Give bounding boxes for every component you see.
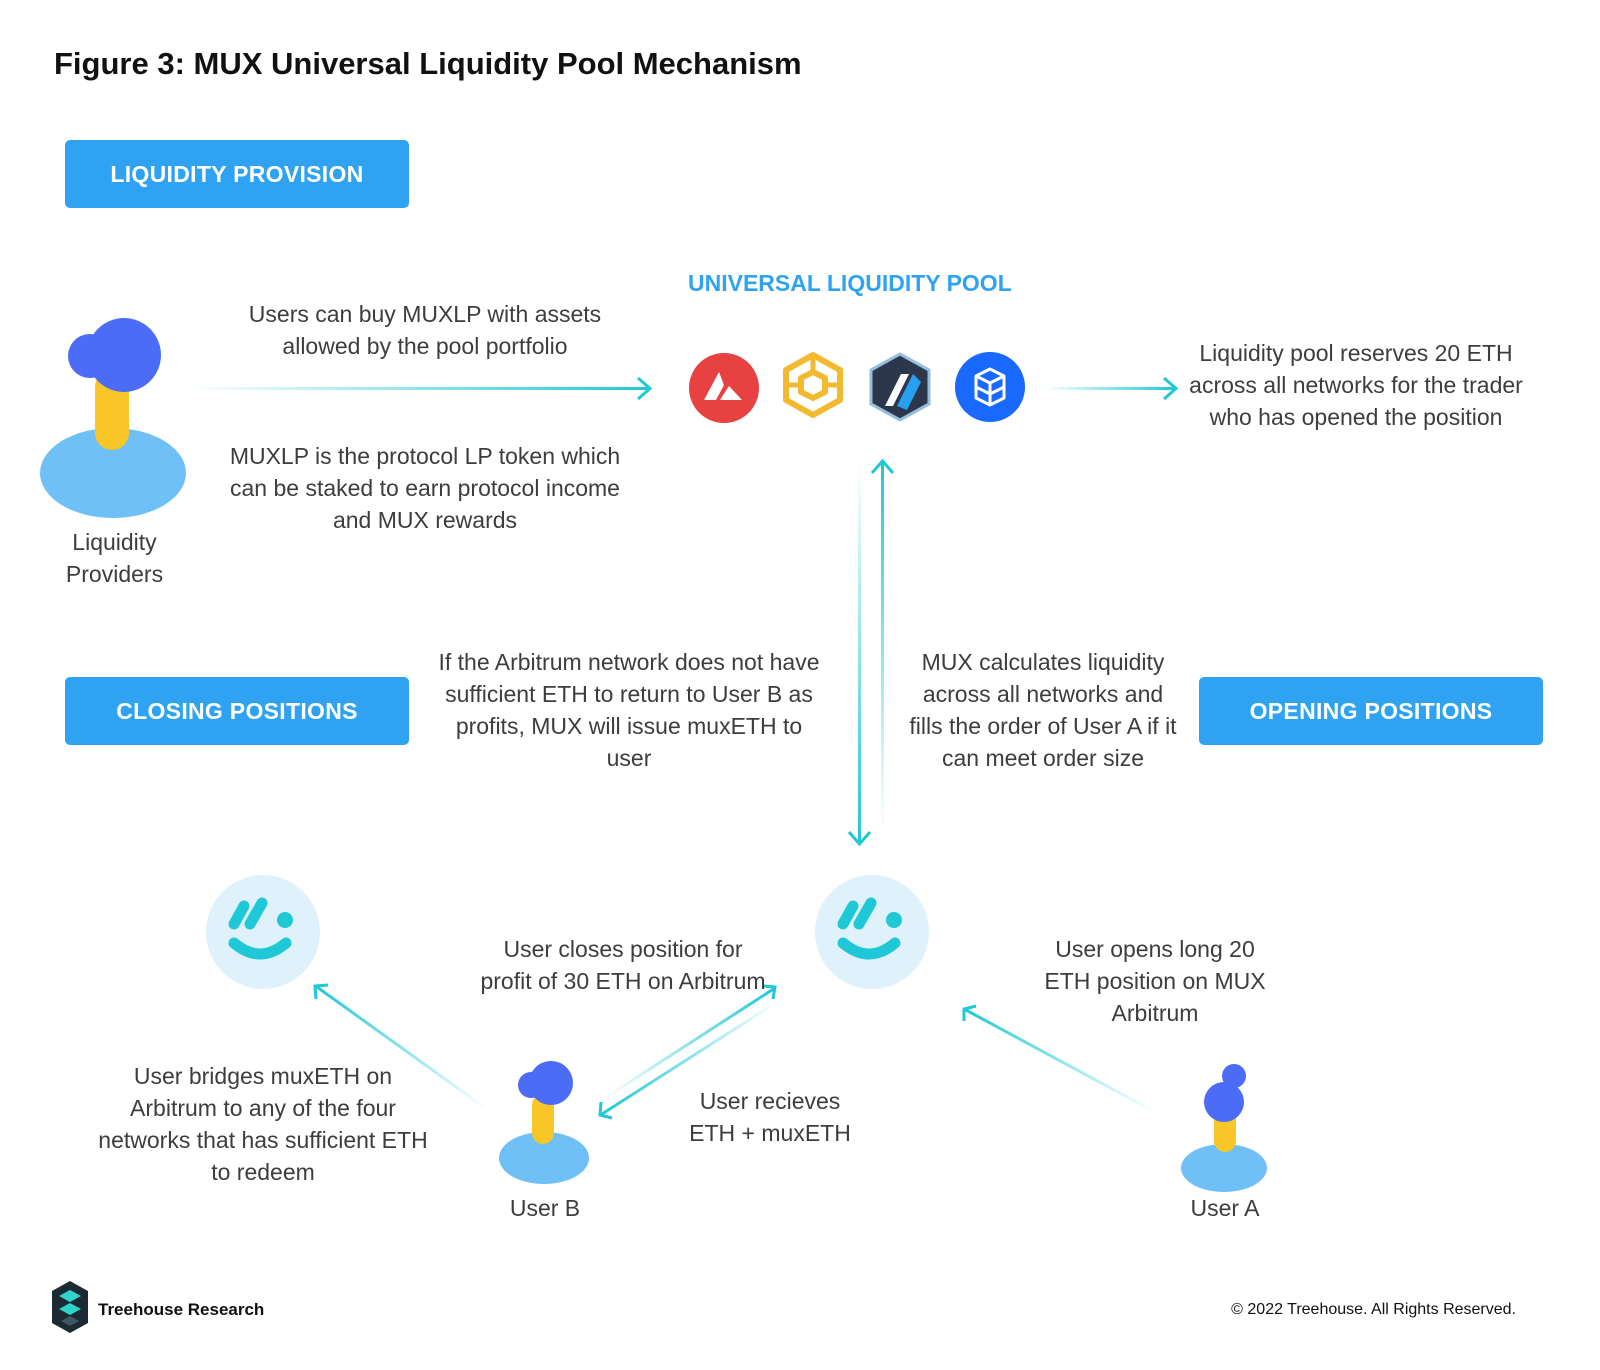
bnb-icon [783, 352, 843, 418]
mux-logo-left-icon [206, 875, 320, 989]
opening-positions-label: OPENING POSITIONS [1199, 677, 1543, 745]
user-closes-text: User closes position for profit of 30 ET… [480, 936, 766, 994]
arrow-userb-to-mux [604, 984, 777, 1100]
liquidity-provision-label: LIQUIDITY PROVISION [65, 140, 409, 208]
page-title: Figure 3: MUX Universal Liquidity Pool M… [54, 46, 802, 81]
insufficient-eth-text: If the Arbitrum network does not have su… [438, 649, 820, 771]
avalanche-icon [689, 353, 759, 423]
user-b-person-icon [499, 1061, 589, 1184]
liquidity-provider-person-icon [40, 318, 186, 518]
arrow-mux-to-userb [598, 998, 781, 1120]
mux-logo-center-icon [815, 875, 929, 989]
mux-calculates-text: MUX calculates liquidity across all netw… [909, 649, 1177, 771]
treehouse-logo-icon [52, 1281, 88, 1333]
buy-muxlp-text: Users can buy MUXLP with assets allowed … [248, 301, 602, 359]
arrow-userb-to-mux-left [313, 983, 489, 1112]
footer-copyright: © 2022 Treehouse. All Rights Reserved. [1231, 1301, 1516, 1318]
user-a-person-icon [1181, 1064, 1267, 1192]
closing-positions-label: CLOSING POSITIONS [65, 677, 409, 745]
arrow-lp-to-pool [185, 376, 653, 401]
user-receives-text: User recieves ETH + muxETH [689, 1088, 851, 1146]
user-b-label: User B [509, 1195, 581, 1221]
user-a-label: User A [1190, 1195, 1260, 1221]
pool-title: UNIVERSAL LIQUIDITY POOL [688, 270, 1012, 296]
arrow-pool-to-reserves [1045, 376, 1179, 401]
liquidity-providers-label: Liquidity Providers [65, 529, 164, 587]
footer-brand: Treehouse Research [98, 1300, 265, 1319]
arrow-up-to-pool [870, 458, 895, 834]
pool-reserves-text: Liquidity pool reserves 20 ETH across al… [1189, 340, 1523, 430]
user-bridges-text: User bridges muxETH on Arbitrum to any o… [98, 1063, 428, 1185]
arrow-usera-to-mux [962, 1004, 1156, 1114]
fantom-icon [955, 352, 1025, 422]
muxlp-description-text: MUXLP is the protocol LP token which can… [229, 443, 621, 533]
user-opens-text: User opens long 20 ETH position on MUX A… [1044, 936, 1266, 1026]
arbitrum-icon [869, 352, 931, 422]
arrow-down-from-pool [847, 462, 872, 847]
